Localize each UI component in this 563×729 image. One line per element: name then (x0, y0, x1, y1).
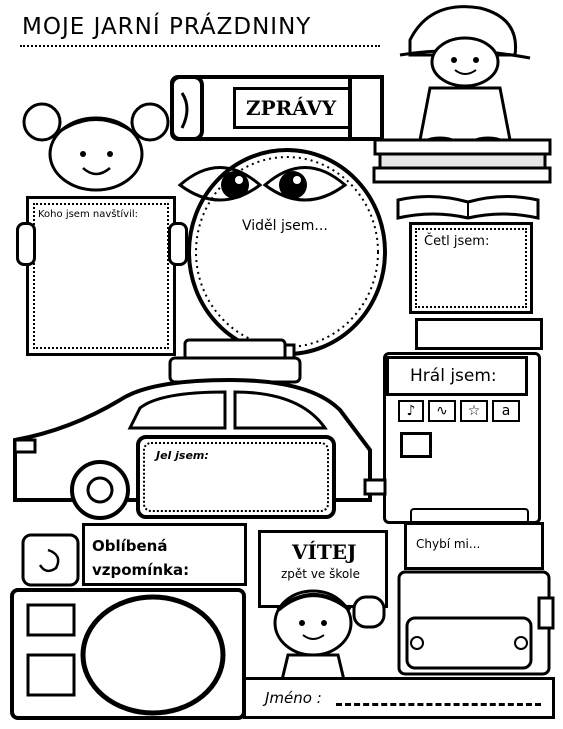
title-underline-dots (20, 45, 380, 47)
camera-illustration (10, 533, 246, 720)
visited-label: Koho jsem navštívil: (38, 209, 139, 220)
read-label: Četl jsem: (424, 234, 490, 249)
memory-label-line1: Oblíbená (92, 537, 168, 555)
name-label: Jméno : (265, 689, 322, 707)
left-hand (16, 222, 36, 266)
backpack-illustration (397, 570, 555, 676)
welcome-subtitle: zpět ve škole (281, 567, 360, 581)
book-cover-bottom (415, 318, 543, 350)
rode-label: Jel jsem: (156, 449, 209, 462)
wave-key-icon: ∿ (428, 400, 456, 422)
star-key-icon: ☆ (460, 400, 488, 422)
read-box (409, 222, 533, 314)
girl-illustration (22, 102, 170, 192)
welcome-title: VÍTEJ (292, 540, 357, 564)
saw-circle (187, 148, 387, 362)
name-box (243, 677, 555, 719)
missed-label: Chybí mi... (416, 537, 481, 551)
rode-box (136, 435, 336, 519)
missed-box (404, 522, 544, 570)
visited-box-dots (33, 203, 169, 349)
page-title: MOJE JARNÍ PRÁZDNINY (22, 14, 312, 40)
news-label: ZPRÁVY (246, 96, 337, 120)
game-screen (386, 356, 528, 396)
name-input-line[interactable] (336, 703, 541, 706)
game-dpad-icon (400, 432, 432, 458)
eyes-icon (177, 166, 348, 202)
kid-waving-illustration (273, 589, 386, 682)
played-label: Hrál jsem: (410, 366, 497, 386)
game-buttons: ♪ ∿ ☆ a (398, 400, 523, 424)
news-label-box (233, 87, 351, 129)
read-box-dots (415, 228, 527, 308)
boy-reading-illustration (372, 5, 552, 184)
letter-key-icon: a (492, 400, 520, 422)
open-book-icon (396, 194, 540, 220)
memory-label-line2: vzpomínka: (92, 561, 190, 579)
memory-label-box (82, 523, 247, 586)
saw-label: Viděl jsem... (242, 218, 328, 234)
visited-box (26, 196, 176, 356)
note-key-icon: ♪ (398, 400, 424, 422)
rode-box-dots (143, 442, 329, 512)
right-hand (168, 222, 188, 266)
